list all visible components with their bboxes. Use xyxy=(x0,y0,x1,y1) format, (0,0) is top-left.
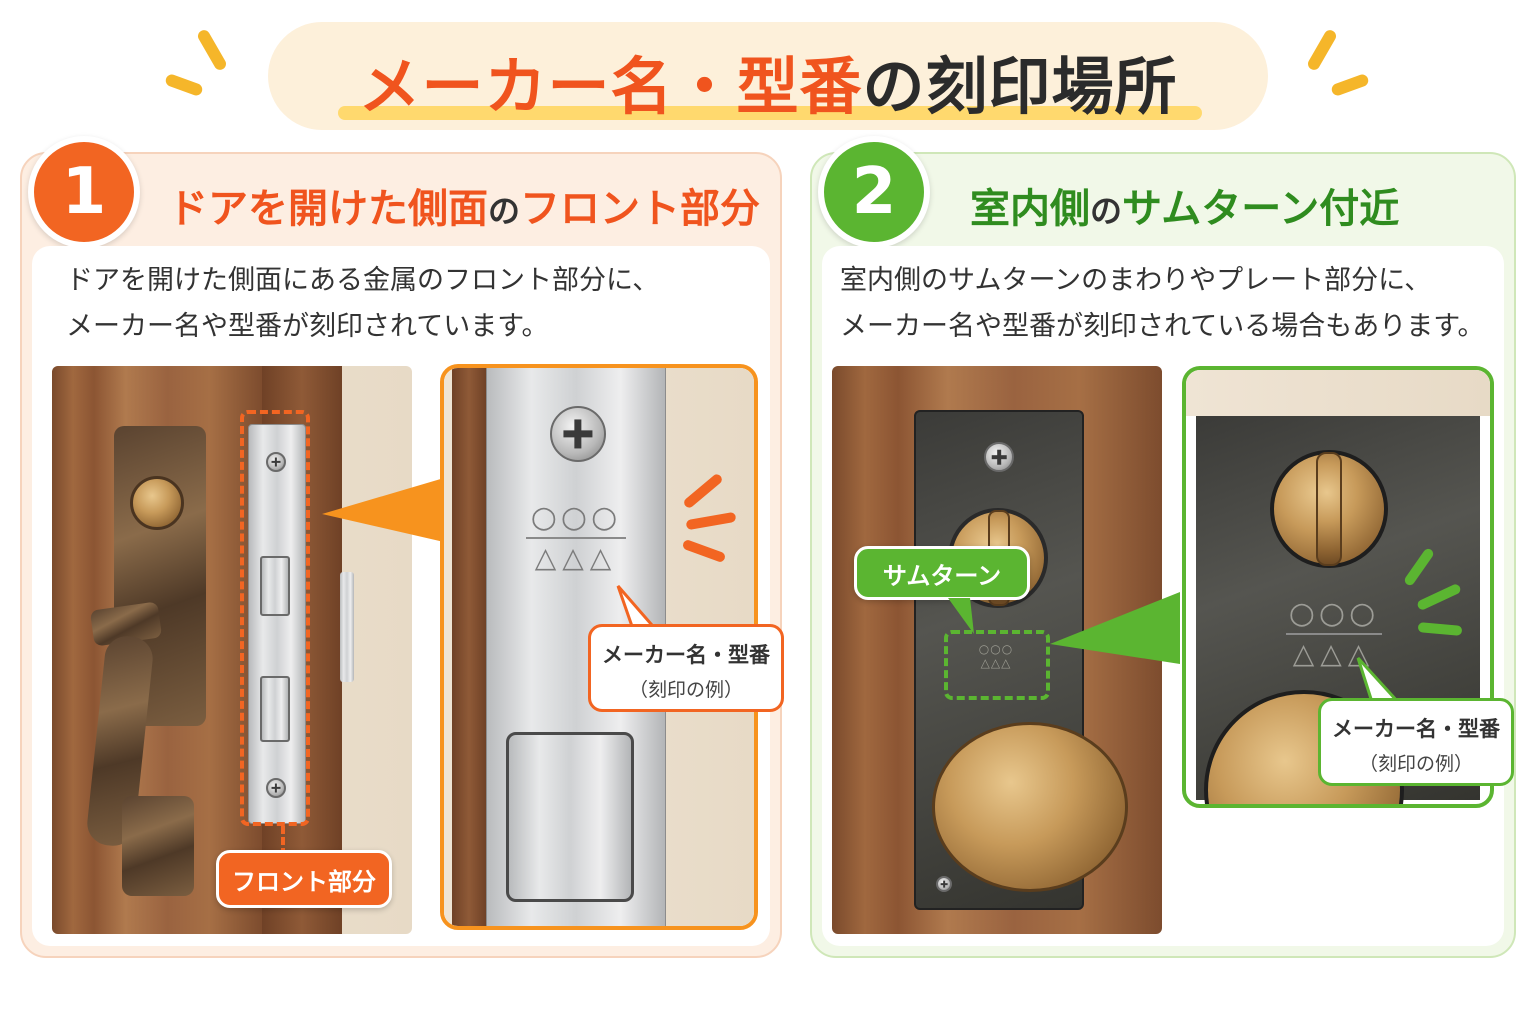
desc-line: メーカー名や型番が刻印されている場合もあります。 xyxy=(840,311,1485,342)
zoom-latch-bolt xyxy=(506,732,634,902)
engraving-row-2: △△△ xyxy=(980,656,1012,670)
screw-icon xyxy=(266,452,286,472)
front-tag: フロント部分 xyxy=(216,850,392,908)
spark-icon xyxy=(164,72,204,98)
screw-icon xyxy=(550,406,606,462)
zoom-pointer xyxy=(1050,592,1180,664)
engraving-example: ○○○ △△△ xyxy=(1286,596,1382,670)
door-knob xyxy=(932,722,1128,892)
zoom-door-edge xyxy=(452,368,486,926)
thumbturn-engraving-bubble: メーカー名・型番 （刻印の例） xyxy=(1318,698,1514,786)
desc-line: ドアを開けた側面にある金属のフロント部分に、 xyxy=(66,265,660,296)
heading-part-b: フロント部分 xyxy=(520,186,761,232)
tag-connector xyxy=(281,826,285,856)
title-rest: の刻印場所 xyxy=(862,50,1178,123)
bubble-note: （刻印の例） xyxy=(1358,753,1473,775)
bubble-tail xyxy=(1356,656,1402,704)
engraving-row-1: ○○○ xyxy=(1288,596,1380,631)
bubble-title: メーカー名・型番 xyxy=(602,643,770,667)
engraving-rule xyxy=(526,537,626,539)
thumbturn-highlight-box xyxy=(944,630,1050,700)
tag-tail xyxy=(948,598,974,634)
panel-heading: 室内側のサムターン付近 xyxy=(970,176,1399,234)
engraving-example-small: ○○○ △△△ xyxy=(966,642,1026,670)
front-engraving-bubble: メーカー名・型番 （刻印の例） xyxy=(588,624,784,712)
heading-particle: の xyxy=(488,192,521,230)
panel-heading: ドアを開けた側面のフロント部分 xyxy=(168,176,760,234)
handle-base xyxy=(122,796,194,896)
panel-description: 室内側のサムターンのまわりやプレート部分に、 メーカー名や型番が刻印されている場… xyxy=(840,258,1485,350)
front-zoom-view: ○○○ △△△ xyxy=(440,364,758,930)
engraving-row-2: △△△ xyxy=(534,541,618,574)
panel-description: ドアを開けた側面にある金属のフロント部分に、 メーカー名や型番が刻印されています… xyxy=(66,258,659,350)
desc-line: メーカー名や型番が刻印されています。 xyxy=(66,311,549,342)
zoom-thumbturn-grip xyxy=(1316,452,1342,566)
thumbturn-tag: サムターン xyxy=(854,546,1030,600)
key-cylinder xyxy=(130,476,184,530)
title-underline xyxy=(338,106,1202,120)
door-photo xyxy=(52,366,412,934)
engraving-row-1: ○○○ xyxy=(530,500,622,535)
zoom-pointer xyxy=(322,478,444,542)
page-title: メーカー名・型番の刻印場所 xyxy=(268,36,1268,126)
zoom-wall xyxy=(1186,370,1490,416)
engraving-row-2: △△△ xyxy=(1292,637,1376,670)
spark-icon xyxy=(195,27,229,73)
front-plate xyxy=(248,424,306,824)
heading-particle: の xyxy=(1090,192,1123,230)
engraving-example: ○○○ △△△ xyxy=(526,500,626,574)
screw-icon xyxy=(936,876,952,892)
screw-icon xyxy=(266,778,286,798)
heading-part-a: ドアを開けた側面 xyxy=(168,186,488,232)
spark-icon xyxy=(1330,72,1370,98)
step-number-1: 1 xyxy=(28,136,140,248)
front-highlight-box xyxy=(240,410,310,826)
screw-icon xyxy=(984,442,1014,472)
title-highlight: メーカー名・型番 xyxy=(358,50,863,123)
engraving-row-1: ○○○ xyxy=(978,642,1014,656)
panel-thumbturn: 2 室内側のサムターン付近 室内側のサムターンのまわりやプレート部分に、 メーカ… xyxy=(810,136,1516,958)
strike-plate xyxy=(340,572,354,682)
heading-part-a: 室内側 xyxy=(970,186,1090,232)
spark-icon xyxy=(1305,27,1339,73)
step-number-2: 2 xyxy=(818,136,930,248)
desc-line: 室内側のサムターンのまわりやプレート部分に、 xyxy=(840,265,1432,296)
panel-front: 1 ドアを開けた側面のフロント部分 ドアを開けた側面にある金属のフロント部分に、… xyxy=(20,136,784,958)
bubble-note: （刻印の例） xyxy=(628,679,743,701)
dead-bolt xyxy=(260,676,290,742)
latch-bolt xyxy=(260,556,290,616)
engraving-rule xyxy=(1286,633,1382,635)
heading-part-b: サムターン付近 xyxy=(1122,186,1400,232)
bubble-title: メーカー名・型番 xyxy=(1332,717,1500,741)
